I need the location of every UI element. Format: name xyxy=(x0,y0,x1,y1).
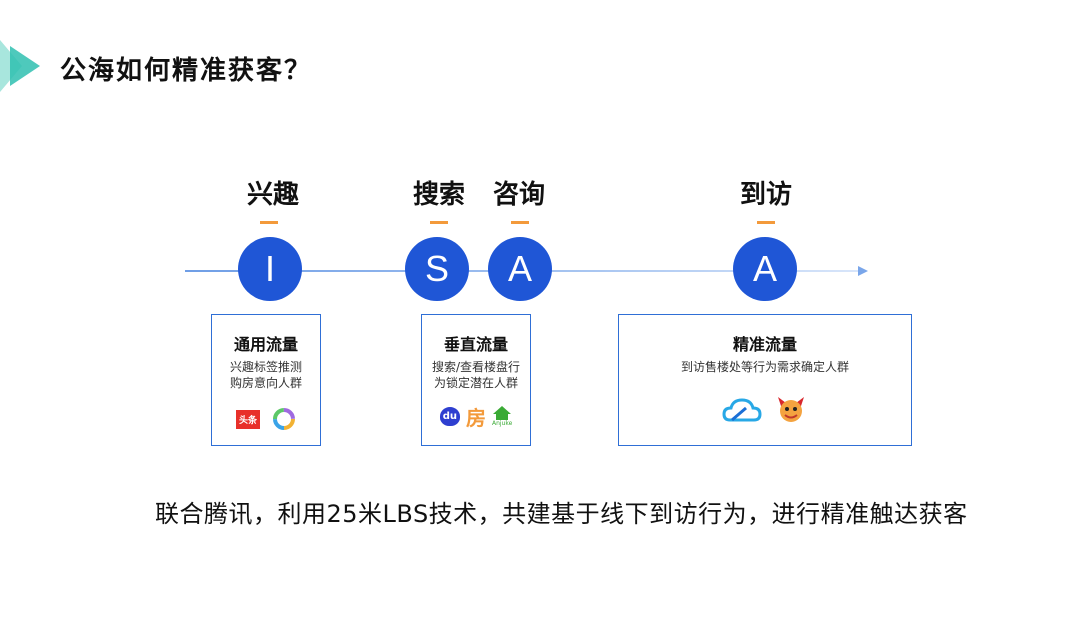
box-title: 精准流量 xyxy=(732,335,797,354)
stage-label-interest: 兴趣 xyxy=(246,180,299,210)
box-vertical-traffic: 垂直流量 搜索/查看楼盘行 为锁定潜在人群 du 房 Anjuke xyxy=(421,314,531,446)
stage-dash xyxy=(430,221,448,224)
box-precise-traffic: 精准流量 到访售楼处等行为需求确定人群 xyxy=(618,314,912,446)
box-line: 为锁定潜在人群 xyxy=(433,376,518,390)
stage-dash xyxy=(757,221,775,224)
box-line: 搜索/查看楼盘行 xyxy=(431,360,521,374)
box-line: 兴趣标签推测 xyxy=(229,360,302,374)
tencent-cloud-logo-icon xyxy=(722,398,762,422)
box-line: 到访售楼处等行为需求确定人群 xyxy=(680,360,849,374)
stage-circle-i: I xyxy=(238,237,302,301)
stage-circle-s: S xyxy=(405,237,469,301)
ring-app-logo-icon xyxy=(273,408,295,430)
baidu-logo-icon: du xyxy=(439,407,460,426)
fang-logo-icon: 房 xyxy=(465,406,486,430)
stage-circle-a1: A xyxy=(488,237,552,301)
mascot-logo-icon xyxy=(778,397,804,422)
box-general-traffic: 通用流量 兴趣标签推测 购房意向人群 头条 xyxy=(211,314,321,446)
box-title: 垂直流量 xyxy=(443,335,508,354)
stage-label-consult: 咨询 xyxy=(492,180,545,210)
timeline-arrow-icon xyxy=(858,266,868,276)
page-title: 公海如何精准获客？ xyxy=(60,56,313,86)
box-line: 购房意向人群 xyxy=(229,376,302,390)
anjuke-logo-icon: Anjuke xyxy=(492,406,512,427)
toutiao-logo-icon: 头条 xyxy=(235,409,260,429)
stage-dash xyxy=(511,221,529,224)
stage-dash xyxy=(260,221,278,224)
corner-arrow-decoration xyxy=(0,40,40,92)
footer-description: 联合腾讯，利用25米LBS技术，共建基于线下到访行为，进行精准触达获客 xyxy=(155,500,968,528)
box-title: 通用流量 xyxy=(233,335,298,354)
stage-label-visit: 到访 xyxy=(739,180,792,210)
stage-circle-a2: A xyxy=(733,237,797,301)
stage-label-search: 搜索 xyxy=(412,180,465,210)
